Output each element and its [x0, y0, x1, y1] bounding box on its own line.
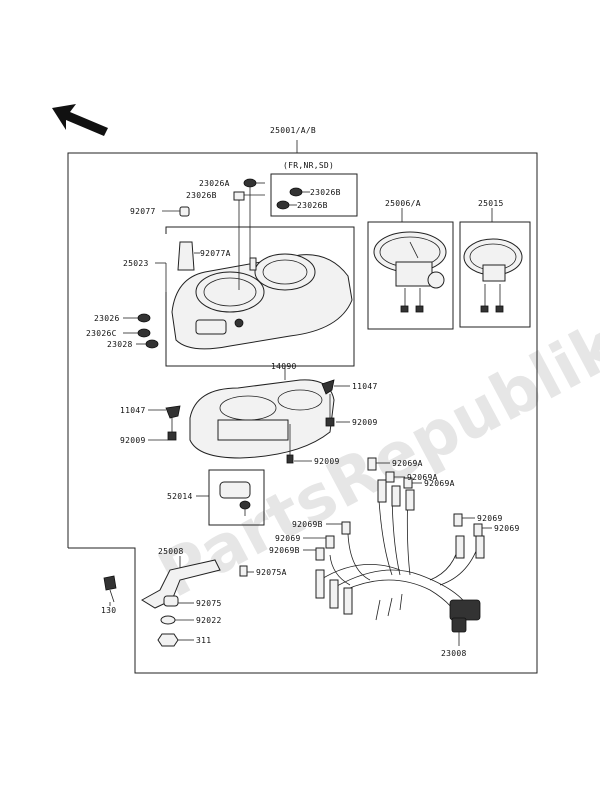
label-130: 130 — [101, 606, 116, 615]
meter-cover-assembly-box — [165, 226, 355, 367]
label-92069b-1: 92069B — [292, 520, 323, 529]
label-23026a: 23026A — [199, 179, 230, 188]
label-25006a: 25006/A — [385, 199, 421, 208]
label-23026b-top: 23026B — [186, 191, 217, 200]
wiring-harness-part — [315, 479, 485, 633]
label-92075a: 92075A — [256, 568, 287, 577]
label-23026c: 23026C — [86, 329, 117, 338]
label-92069b-2: 92069B — [269, 546, 300, 555]
label-92069a-2: 92069A — [407, 473, 438, 482]
meter-bracket-part — [103, 559, 248, 647]
label-92069-r2: 92069 — [494, 524, 520, 533]
label-92022: 92022 — [196, 616, 222, 625]
front-direction-arrow-icon — [52, 104, 108, 136]
label-variant: (FR,NR,SD) — [283, 161, 334, 170]
label-25015: 25015 — [478, 199, 504, 208]
meter-cover-part — [171, 253, 353, 350]
label-52014: 52014 — [167, 492, 193, 501]
label-92077: 92077 — [130, 207, 156, 216]
label-25008: 25008 — [158, 547, 184, 556]
tachometer-inset — [459, 221, 531, 328]
label-92009-left: 92009 — [120, 436, 146, 445]
label-25023: 25023 — [123, 259, 149, 268]
label-assembly: 25001/A/B — [270, 126, 316, 135]
label-92069a-1: 92069A — [392, 459, 423, 468]
label-14090: 14090 — [271, 362, 297, 371]
label-92009-right: 92009 — [352, 418, 378, 427]
indicator-inset — [208, 469, 265, 526]
label-11047-left: 11047 — [120, 406, 146, 415]
label-92069-r1: 92069 — [477, 514, 503, 523]
meter-case-part — [189, 379, 335, 464]
label-92009-bottom: 92009 — [314, 457, 340, 466]
bracket-parts — [165, 379, 335, 441]
label-23026b-inset-1: 23026B — [310, 188, 341, 197]
grommet-parts — [137, 178, 257, 349]
label-92075: 92075 — [196, 599, 222, 608]
label-11047-right: 11047 — [352, 382, 378, 391]
label-23028: 23028 — [107, 340, 133, 349]
assembly-frame — [67, 140, 538, 674]
leader-lines — [109, 182, 493, 646]
label-23008: 23008 — [441, 649, 467, 658]
label-92077a: 92077A — [200, 249, 231, 258]
label-23026b-inset-2: 23026B — [297, 201, 328, 210]
speedometer-inset — [367, 221, 454, 330]
label-92069a-3: 92069A — [424, 479, 455, 488]
label-311: 311 — [196, 636, 211, 645]
bulb-socket-parts — [315, 457, 483, 561]
label-92069-l: 92069 — [275, 534, 301, 543]
label-23026-left: 23026 — [94, 314, 120, 323]
part-labels: 25001/A/B (FR,NR,SD) 23026A 23026B 23026… — [86, 126, 520, 658]
variant-inset-box — [270, 173, 358, 217]
